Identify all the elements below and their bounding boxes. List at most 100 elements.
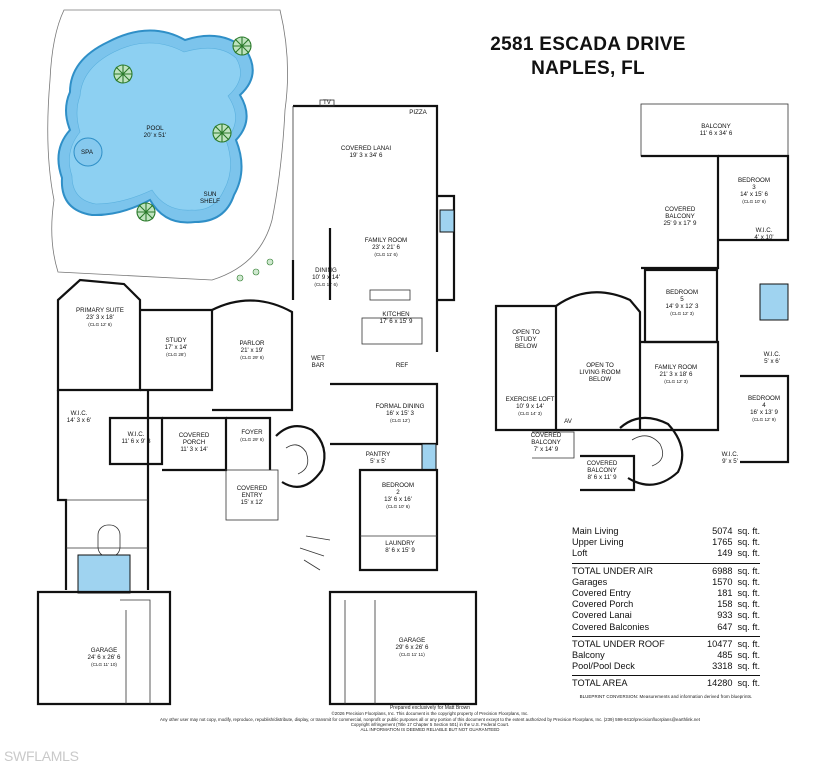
palm-tree-icon bbox=[232, 36, 252, 56]
area-label: Loft bbox=[572, 548, 588, 559]
copyright-footer: Prepared exclusively for Matt Brown ©202… bbox=[150, 705, 710, 733]
area-unit: sq. ft. bbox=[737, 537, 760, 548]
room-label-spa: SPA bbox=[81, 149, 94, 156]
room-label-wic2: W.I.C.11' 6 x 9' 3 bbox=[121, 431, 151, 445]
area-row: Upper Living 1765 sq. ft. bbox=[572, 537, 760, 548]
main-floor-walls bbox=[36, 99, 478, 706]
palm-tree-icon bbox=[136, 202, 156, 222]
area-label: TOTAL AREA bbox=[572, 678, 628, 689]
area-unit: sq. ft. bbox=[737, 526, 760, 536]
area-value: 10477 bbox=[706, 638, 733, 649]
stats-group-under-air: TOTAL UNDER AIR 6988 sq. ft. Garages 1570 sq.… bbox=[572, 566, 760, 633]
upper-floor-walls bbox=[494, 103, 790, 492]
area-value: 1570 bbox=[712, 576, 733, 587]
area-label: Covered Porch bbox=[572, 599, 634, 610]
address-line-2: NAPLES, FL bbox=[531, 58, 645, 79]
address-line-1: 2581 ESCADA DRIVE bbox=[490, 34, 686, 55]
area-value: 1765 bbox=[712, 537, 733, 548]
pool-area bbox=[47, 9, 288, 282]
area-unit: sq. ft. bbox=[737, 650, 760, 661]
area-row: Garages 1570 sq. ft. bbox=[572, 577, 760, 588]
area-row: Loft 149 sq. ft. bbox=[572, 548, 760, 559]
area-value: 149 bbox=[717, 548, 733, 559]
room-label-tv: TV bbox=[323, 99, 332, 106]
divider bbox=[572, 562, 760, 564]
area-unit: sq. ft. bbox=[737, 599, 760, 610]
prepared-for: Prepared exclusively for Matt Brown bbox=[389, 705, 471, 711]
room-label-foyer: FOYER(CLG 29' 6) bbox=[240, 429, 264, 442]
room-label-wic5: W.I.C.9' x 5' bbox=[722, 451, 739, 465]
area-label: Pool/Pool Deck bbox=[572, 661, 635, 672]
area-value: 14280 bbox=[706, 678, 733, 689]
area-label: Covered Balconies bbox=[572, 621, 650, 632]
divider bbox=[572, 635, 760, 637]
room-label-pizza: PIZZA bbox=[409, 109, 427, 116]
area-unit: sq. ft. bbox=[737, 638, 760, 649]
area-row: TOTAL UNDER AIR 6988 sq. ft. bbox=[572, 566, 760, 577]
stats-group-total: TOTAL AREA 14280 sq. ft. bbox=[572, 678, 760, 689]
area-unit: sq. ft. bbox=[737, 678, 760, 689]
copyright-line-4: ALL INFORMATION IS DEEMED RELIABLE BUT N… bbox=[360, 727, 500, 733]
area-label: Balcony bbox=[572, 650, 605, 661]
area-unit: sq. ft. bbox=[737, 548, 760, 559]
room-label-wic4: W.I.C.5' x 6' bbox=[764, 351, 781, 365]
area-label: Covered Lanai bbox=[572, 610, 632, 621]
divider bbox=[572, 675, 760, 677]
area-value: 933 bbox=[717, 610, 733, 621]
room-label-wic3: W.I.C.4' x 10' bbox=[754, 227, 773, 241]
area-label: TOTAL UNDER ROOF bbox=[572, 638, 665, 649]
area-unit: sq. ft. bbox=[737, 661, 760, 672]
area-label: Upper Living bbox=[572, 537, 624, 548]
blueprint-note: BLUEPRINT CONVERSION: Measurements and i… bbox=[579, 693, 753, 699]
copyright-line-1: ©2026 Precision Floorplans, Inc. This do… bbox=[331, 711, 529, 717]
area-value: 3318 bbox=[712, 661, 733, 672]
copyright-line-2: Any other user may not copy, modify, rep… bbox=[160, 716, 700, 722]
copyright-line-3: Copyright infringement (Title 17 Chapter… bbox=[350, 721, 510, 727]
area-value: 647 bbox=[717, 621, 733, 632]
area-unit: sq. ft. bbox=[737, 610, 760, 621]
area-label: Covered Entry bbox=[572, 588, 631, 599]
area-unit: sq. ft. bbox=[737, 576, 760, 587]
area-row: Pool/Pool Deck 3318 sq. ft. bbox=[572, 661, 760, 672]
area-unit: sq. ft. bbox=[737, 588, 760, 599]
area-unit: sq. ft. bbox=[737, 565, 760, 576]
area-label: Garages bbox=[572, 576, 608, 587]
area-label: TOTAL UNDER AIR bbox=[572, 565, 653, 576]
room-label-ref: REF bbox=[396, 362, 409, 369]
area-value: 6988 bbox=[712, 565, 733, 576]
area-row: TOTAL AREA 14280 sq. ft. bbox=[572, 678, 760, 689]
